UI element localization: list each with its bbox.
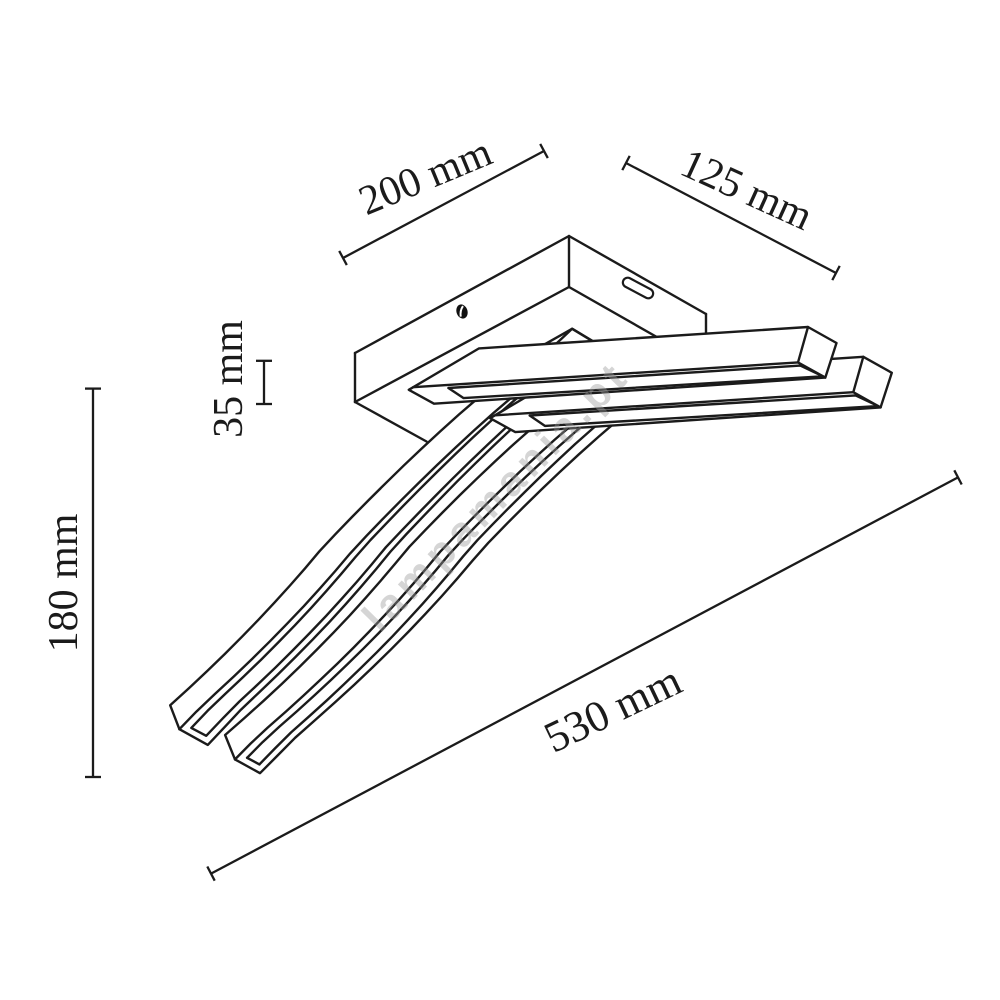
svg-text:35 mm: 35 mm (206, 320, 252, 438)
svg-text:180 mm: 180 mm (41, 513, 87, 652)
